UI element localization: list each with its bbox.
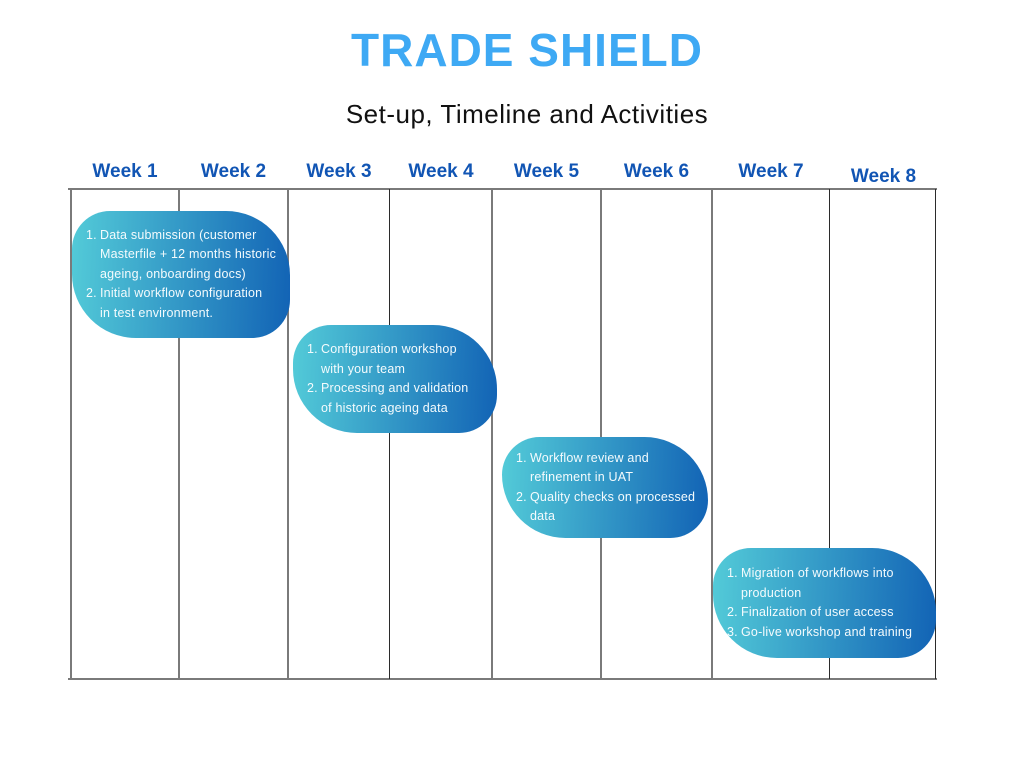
phase-card-week3-4: 1. Configuration workshop with your team…	[293, 325, 497, 433]
grid-vline-5	[491, 189, 493, 679]
item-number: 1.	[516, 450, 527, 465]
item-text: Go-live workshop and training	[741, 624, 913, 639]
grid-top-line	[68, 188, 937, 190]
item-number: 2.	[727, 605, 738, 619]
grid-vline-6	[600, 189, 602, 679]
task-item: 2. Quality checks on processed data	[516, 488, 700, 527]
task-item: 2. Processing and validation of historic…	[307, 379, 489, 418]
item-number: 2.	[307, 381, 318, 395]
task-item: 2. Initial workflow configuration in tes…	[86, 284, 282, 323]
week-label-3: Week 3	[306, 161, 372, 182]
phase-card-week7-8: 1. Migration of workflows into productio…	[713, 548, 936, 658]
item-number: 2.	[86, 286, 97, 301]
item-text: Finalization of user access	[741, 605, 894, 619]
item-text: Workflow review and refinement in UAT	[530, 450, 649, 485]
item-number: 1.	[307, 342, 318, 356]
grid-vline-1	[70, 189, 72, 679]
item-text: Migration of workflows into production	[741, 566, 894, 600]
task-item: 3. Go-live workshop and training	[727, 623, 928, 643]
grid-vline-2	[178, 189, 180, 679]
item-text: Data submission (customer Masterfile + 1…	[100, 227, 277, 281]
grid-bottom-line	[68, 678, 937, 680]
item-text: Processing and validation of historic ag…	[321, 381, 469, 415]
grid-vline-4	[389, 189, 390, 679]
grid-vline-7	[711, 189, 713, 679]
item-text: Configuration workshop with your team	[321, 342, 457, 376]
grid-vline-3	[287, 189, 289, 679]
week-label-8: Week 8	[850, 166, 917, 187]
grid-vline-8	[829, 189, 830, 679]
task-item: 1. Configuration workshop with your team	[307, 340, 489, 379]
week-label-2: Week 2	[200, 161, 267, 182]
item-number: 1.	[727, 566, 738, 580]
task-item: 1. Data submission (customer Masterfile …	[86, 226, 282, 285]
week-label-1: Week 1	[92, 161, 158, 182]
task-item: 2. Finalization of user access	[727, 603, 928, 623]
week-label-5: Week 5	[513, 161, 580, 182]
grid-vline-9	[935, 189, 936, 679]
page-subtitle: Set-up, Timeline and Activities	[345, 99, 709, 129]
phase-card-week5-6: 1. Workflow review and refinement in UAT…	[502, 437, 708, 538]
item-number: 3.	[727, 624, 738, 639]
item-number: 1.	[86, 227, 97, 242]
item-number: 2.	[516, 489, 527, 504]
task-item: 1. Workflow review and refinement in UAT	[516, 449, 700, 488]
week-label-4: Week 4	[408, 161, 474, 182]
page-title: TRADE SHIELD	[351, 24, 703, 76]
item-text: Quality checks on processed data	[530, 489, 696, 524]
phase-card-week1-2: 1. Data submission (customer Masterfile …	[72, 211, 290, 338]
week-label-6: Week 6	[623, 161, 690, 182]
item-text: Initial workflow configuration in test e…	[100, 286, 263, 320]
week-label-7: Week 7	[738, 161, 804, 182]
task-item: 1. Migration of workflows into productio…	[727, 564, 928, 603]
